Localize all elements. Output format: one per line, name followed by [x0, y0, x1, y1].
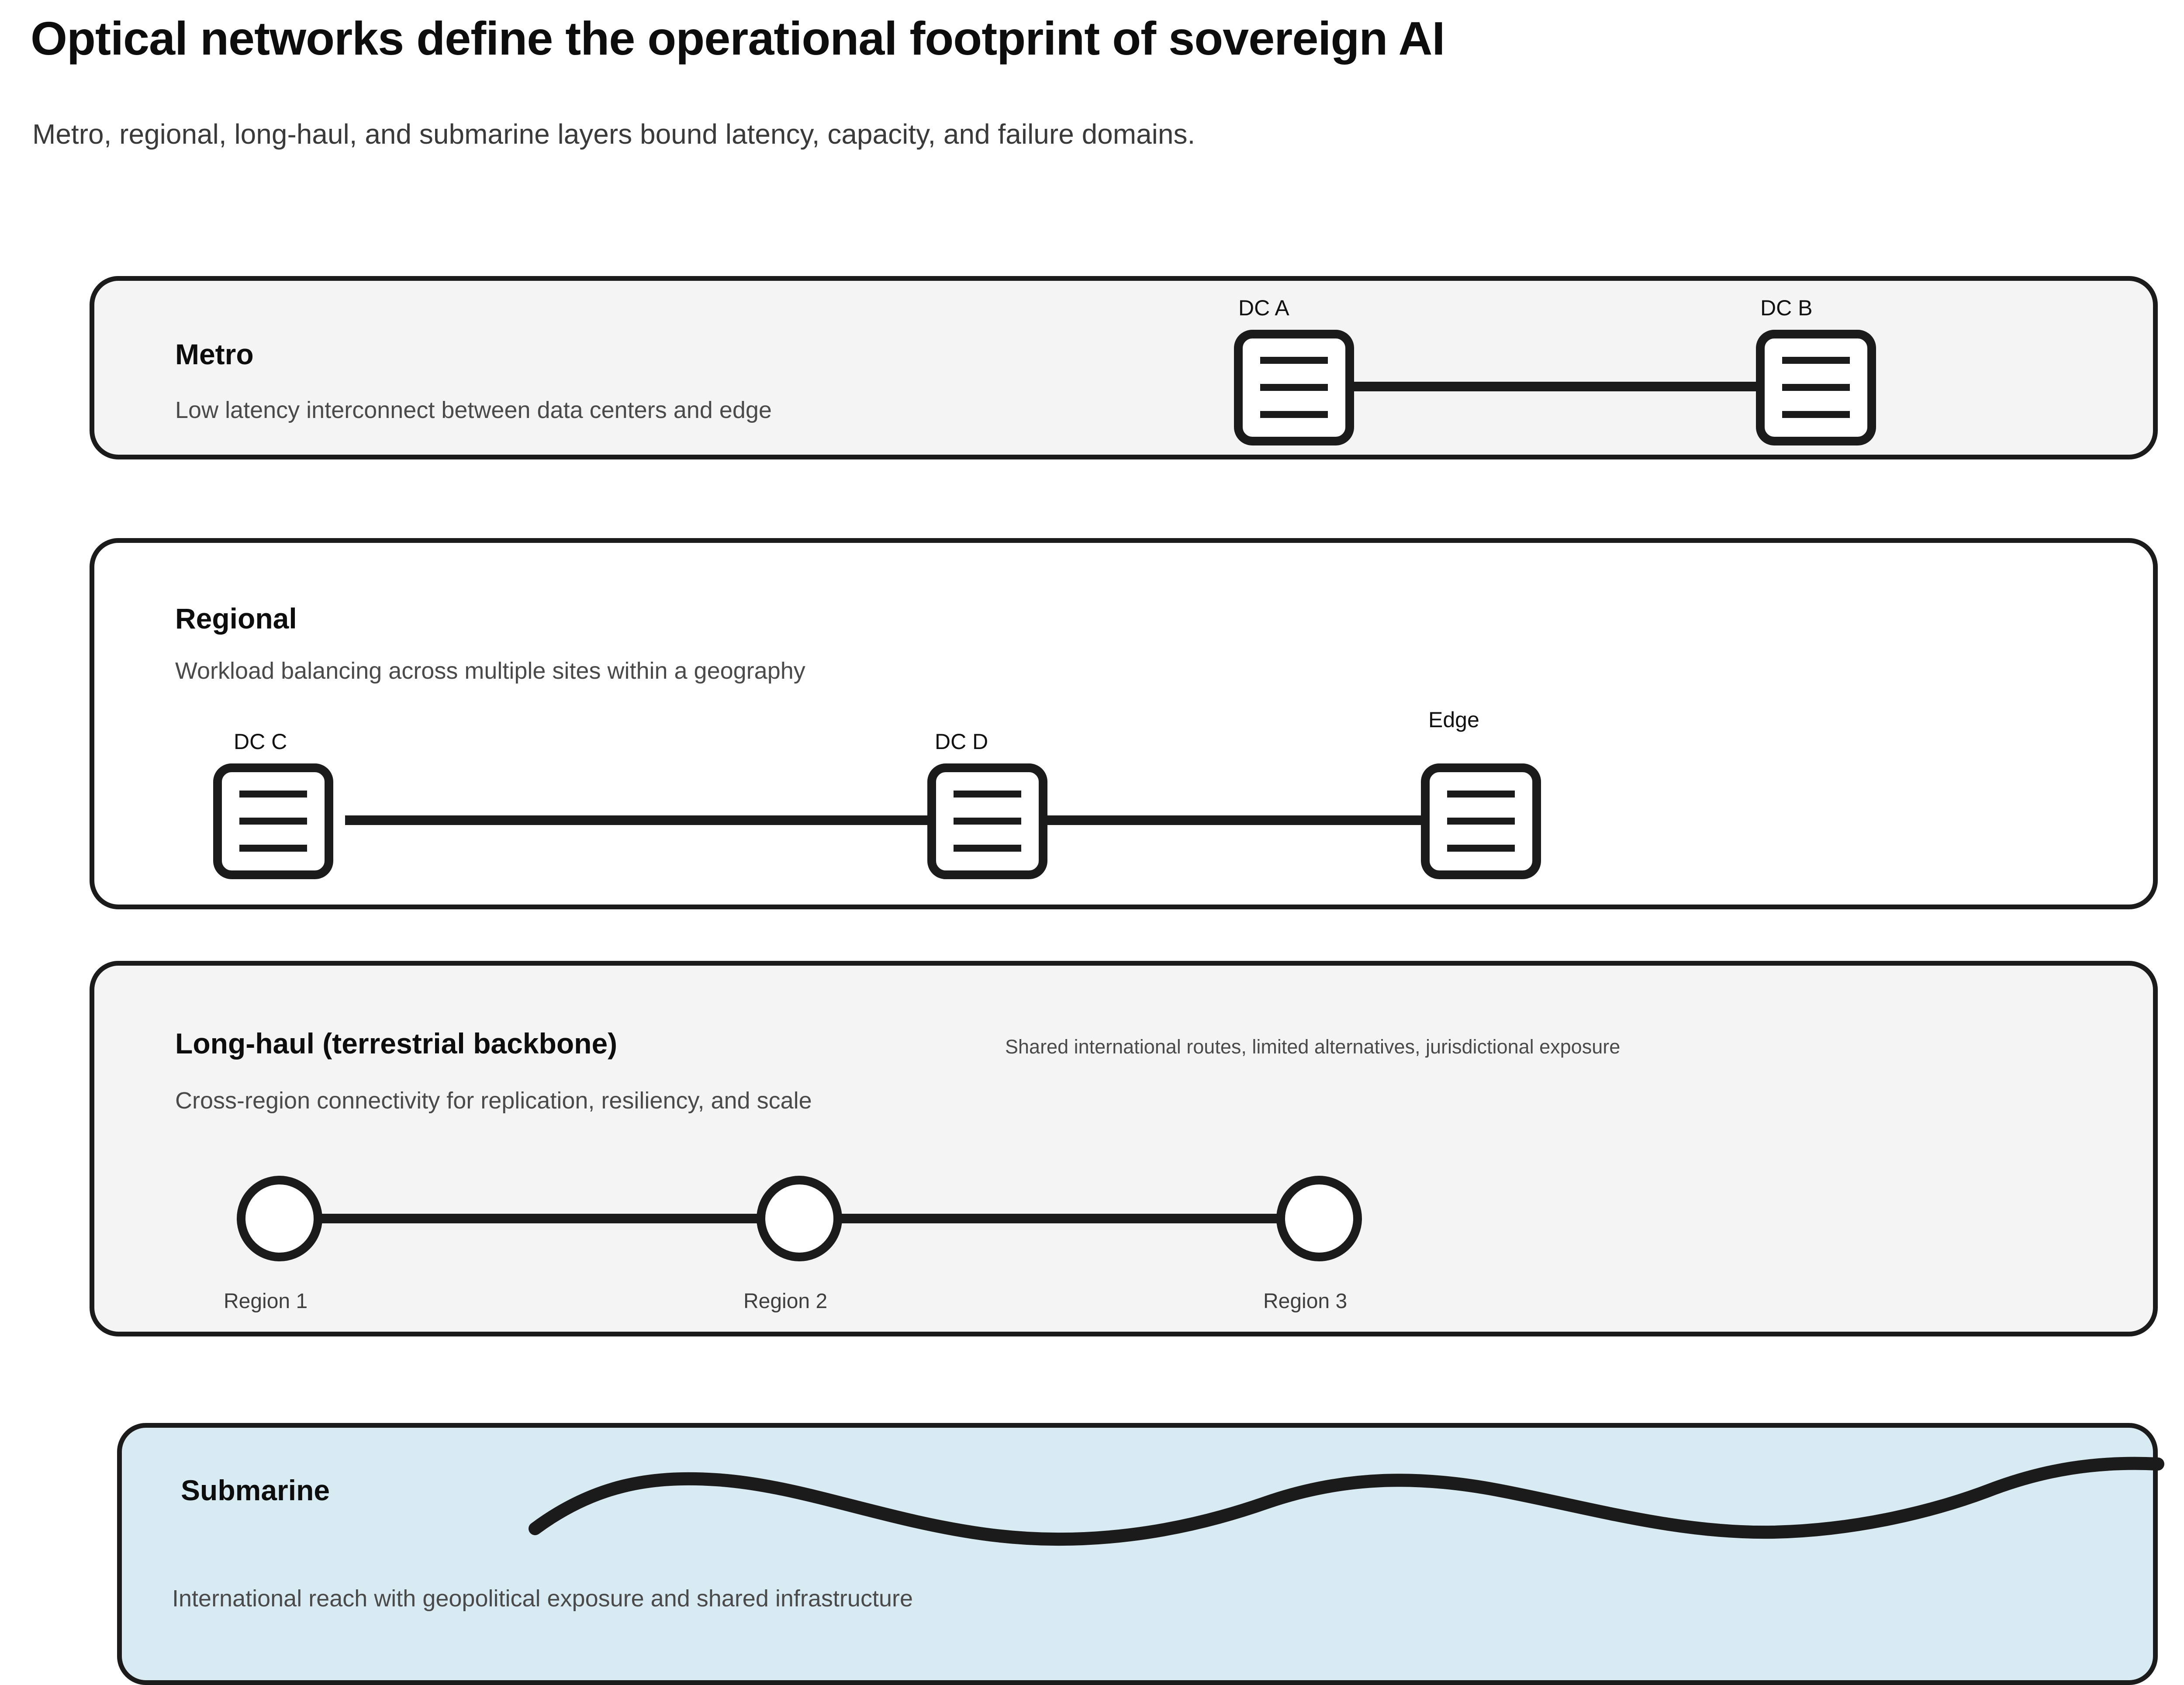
metro-title: Metro: [175, 338, 254, 370]
page-title: Optical networks define the operational …: [31, 12, 1445, 65]
diagram-canvas: Optical networks define the operational …: [31, 12, 2164, 1685]
page-subtitle: Metro, regional, long-haul, and submarin…: [32, 118, 1196, 150]
regional-subtitle: Workload balancing across multiple sites…: [175, 658, 805, 684]
layer-card-submarine[interactable]: Submarine International reach with geopo…: [117, 1423, 2158, 1685]
layer-card-metro[interactable]: Metro Low latency interconnect between d…: [90, 276, 2158, 459]
submarine-title: Submarine: [181, 1474, 330, 1506]
regional-title: Regional: [175, 602, 297, 635]
layer-card-regional[interactable]: Regional Workload balancing across multi…: [90, 538, 2158, 909]
longhaul-subtitle: Cross-region connectivity for replicatio…: [175, 1088, 812, 1114]
longhaul-title: Long-haul (terrestrial backbone): [175, 1027, 618, 1060]
longhaul-note: Shared international routes, limited alt…: [1005, 1036, 1621, 1058]
metro-subtitle: Low latency interconnect between data ce…: [175, 397, 772, 423]
submarine-subtitle: International reach with geopolitical ex…: [172, 1585, 913, 1612]
layer-card-longhaul[interactable]: Long-haul (terrestrial backbone) Shared …: [90, 961, 2158, 1336]
